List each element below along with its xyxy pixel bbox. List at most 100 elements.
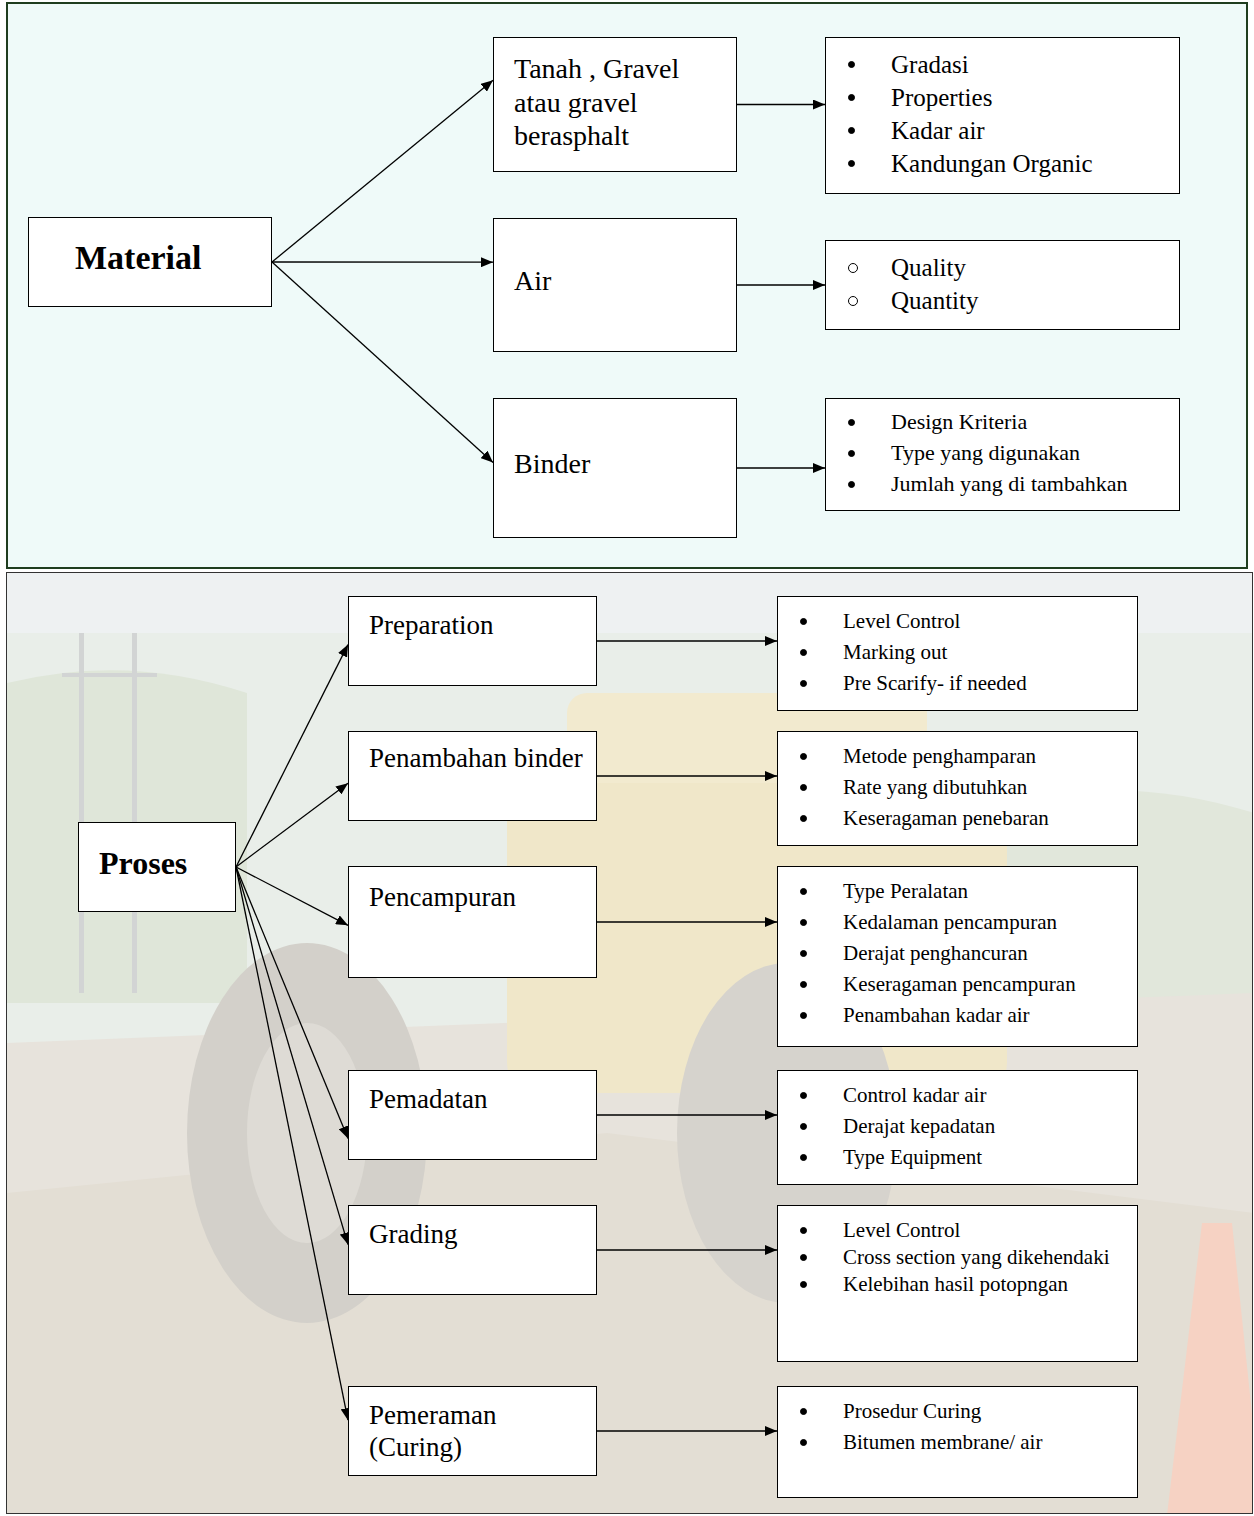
list-text: Level Control bbox=[843, 609, 960, 634]
list-text: Prosedur Curing bbox=[843, 1399, 981, 1424]
box-label: Material bbox=[75, 238, 261, 279]
process-box: Material bbox=[28, 217, 272, 307]
list-text: Quality bbox=[891, 253, 966, 283]
bullet-symbol bbox=[848, 296, 858, 306]
list-text: Metode penghamparan bbox=[843, 744, 1036, 769]
process-box: Air bbox=[493, 218, 737, 352]
bullet-symbol bbox=[848, 160, 855, 167]
bullet-item: Properties bbox=[848, 83, 1169, 116]
bullet-symbol bbox=[800, 919, 807, 926]
bullet-symbol bbox=[800, 1012, 807, 1019]
bullet-item: Quantity bbox=[848, 286, 1169, 319]
bullet-item: Type Equipment bbox=[800, 1145, 1127, 1176]
list-text: Gradasi bbox=[891, 50, 969, 80]
bullet-list-box: Type PeralatanKedalaman pencampuranDeraj… bbox=[777, 866, 1138, 1047]
bullet-symbol bbox=[800, 950, 807, 957]
bullet-item: Type yang digunakan bbox=[848, 440, 1169, 471]
arrow-connector bbox=[597, 640, 777, 641]
bullet-symbol bbox=[800, 1281, 807, 1288]
box-label: Proses bbox=[99, 844, 225, 882]
arrow-connector bbox=[597, 1430, 777, 1431]
list-text: Marking out bbox=[843, 640, 947, 665]
bullet-list-box: Prosedur CuringBitumen membrane/ air bbox=[777, 1386, 1138, 1498]
process-box: Penambahan binder bbox=[348, 731, 597, 821]
bullet-item: Keseragaman penebaran bbox=[800, 806, 1127, 837]
bullet-symbol bbox=[800, 1154, 807, 1161]
bullet-symbol bbox=[848, 61, 855, 68]
arrow-connector bbox=[597, 1249, 777, 1250]
list-text: Type Equipment bbox=[843, 1145, 982, 1170]
bullet-item: Jumlah yang di tambahkan bbox=[848, 471, 1169, 502]
list-text: Kandungan Organic bbox=[891, 149, 1093, 179]
list-text: Derajat kepadatan bbox=[843, 1114, 995, 1139]
arrow-connector bbox=[236, 867, 348, 925]
box-label: Pemadatan bbox=[369, 1083, 586, 1115]
bullet-item: Kandungan Organic bbox=[848, 149, 1169, 182]
list-text: Penambahan kadar air bbox=[843, 1003, 1030, 1028]
bullet-item: Derajat kepadatan bbox=[800, 1114, 1127, 1145]
bullet-item: Level Control bbox=[800, 1218, 1127, 1245]
process-box: Pemadatan bbox=[348, 1070, 597, 1160]
bullet-item: Pre Scarify- if needed bbox=[800, 671, 1127, 702]
bullet-symbol bbox=[800, 753, 807, 760]
bullet-item: Rate yang dibutuhkan bbox=[800, 775, 1127, 806]
bullet-symbol bbox=[800, 1227, 807, 1234]
arrow-connector bbox=[236, 645, 348, 867]
bullet-item: Gradasi bbox=[848, 50, 1169, 83]
bullet-symbol bbox=[800, 680, 807, 687]
bullet-item: Derajat penghancuran bbox=[800, 941, 1127, 972]
bullet-symbol bbox=[848, 419, 855, 426]
list-text: Pre Scarify- if needed bbox=[843, 671, 1027, 696]
list-text: Design Kriteria bbox=[891, 409, 1027, 435]
bullet-symbol bbox=[848, 450, 855, 457]
list-text: Keseragaman pencampuran bbox=[843, 972, 1076, 997]
list-text: Type Peralatan bbox=[843, 879, 968, 904]
list-text: Quantity bbox=[891, 286, 979, 316]
bullet-symbol bbox=[848, 94, 855, 101]
bullet-item: Penambahan kadar air bbox=[800, 1003, 1127, 1034]
list-text: Kadar air bbox=[891, 116, 985, 146]
list-text: Kedalaman pencampuran bbox=[843, 910, 1057, 935]
bullet-item: Cross section yang dikehendaki bbox=[800, 1245, 1127, 1272]
bullet-symbol bbox=[800, 618, 807, 625]
bullet-list-box: Control kadar airDerajat kepadatanType E… bbox=[777, 1070, 1138, 1185]
process-box: Grading bbox=[348, 1205, 597, 1295]
arrow-connector bbox=[737, 104, 825, 105]
arrow-connector bbox=[272, 262, 493, 462]
arrow-connector bbox=[272, 80, 493, 262]
bullet-item: Keseragaman pencampuran bbox=[800, 972, 1127, 1003]
bullet-symbol bbox=[800, 1439, 807, 1446]
bullet-item: Quality bbox=[848, 253, 1169, 286]
process-box: Pemeraman (Curing) bbox=[348, 1386, 597, 1476]
bullet-symbol bbox=[800, 1123, 807, 1130]
bullet-list-box: Level ControlMarking outPre Scarify- if … bbox=[777, 596, 1138, 711]
arrow-connector bbox=[597, 1114, 777, 1115]
bullet-symbol bbox=[800, 888, 807, 895]
list-text: Jumlah yang di tambahkan bbox=[891, 471, 1127, 497]
arrow-connector bbox=[737, 467, 825, 468]
box-label: Pemeraman (Curing) bbox=[369, 1399, 586, 1464]
bullet-symbol bbox=[800, 784, 807, 791]
bullet-item: Level Control bbox=[800, 609, 1127, 640]
box-label: Pencampuran bbox=[369, 881, 586, 913]
bullet-symbol bbox=[848, 127, 855, 134]
list-text: Rate yang dibutuhkan bbox=[843, 775, 1027, 800]
box-label: Binder bbox=[514, 447, 726, 481]
list-text: Kelebihan hasil potopngan bbox=[843, 1272, 1068, 1297]
arrow-connector bbox=[236, 783, 348, 867]
process-box: Pencampuran bbox=[348, 866, 597, 978]
bullet-symbol bbox=[800, 1092, 807, 1099]
box-label: Penambahan binder bbox=[369, 742, 586, 774]
arrow-connector bbox=[236, 867, 348, 1138]
bullet-item: Kadar air bbox=[848, 116, 1169, 149]
bullet-item: Marking out bbox=[800, 640, 1127, 671]
bullet-symbol bbox=[848, 263, 858, 273]
bullet-symbol bbox=[800, 981, 807, 988]
bullet-list-box: Metode penghamparanRate yang dibutuhkanK… bbox=[777, 731, 1138, 846]
process-box: Tanah , Gravel atau gravel berasphalt bbox=[493, 37, 737, 172]
list-text: Level Control bbox=[843, 1218, 960, 1243]
bullet-list-box: QualityQuantity bbox=[825, 240, 1180, 330]
process-box: Binder bbox=[493, 398, 737, 538]
arrow-connector bbox=[236, 867, 348, 1420]
